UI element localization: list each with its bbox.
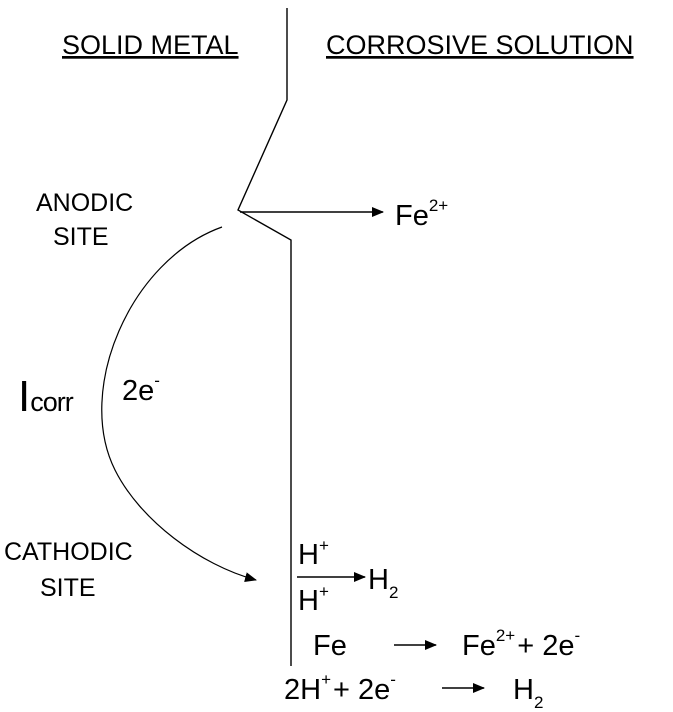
- hydrogen-ion-bottom: H+: [298, 582, 329, 617]
- solid-metal-header: SOLID METAL: [62, 30, 239, 60]
- anodic-equation-fe: Fe: [313, 630, 347, 662]
- hydrogen-ion-top: H+: [298, 536, 329, 571]
- hydrogen-gas-label: H2: [368, 564, 398, 602]
- corrosion-current-label: Icorr: [18, 372, 74, 421]
- electron-flow-arc: [101, 226, 257, 582]
- cathodic-equation-reactants: 2H++ 2e-: [284, 670, 396, 706]
- anodic-site-label-2: SITE: [53, 223, 109, 251]
- cathodic-equation-product: H2: [513, 674, 543, 712]
- electron-count-label: 2e-: [122, 371, 160, 407]
- anodic-equation-products: Fe2++ 2e-: [462, 626, 580, 662]
- metal-solution-interface: [237, 8, 292, 666]
- cathodic-site-label-2: SITE: [40, 574, 96, 602]
- fe-ion-label: Fe2+: [395, 196, 448, 232]
- anodic-site-label: ANODIC: [36, 189, 133, 217]
- corrosive-solution-header: CORROSIVE SOLUTION: [326, 30, 634, 60]
- cathodic-site-label: CATHODIC: [4, 538, 133, 566]
